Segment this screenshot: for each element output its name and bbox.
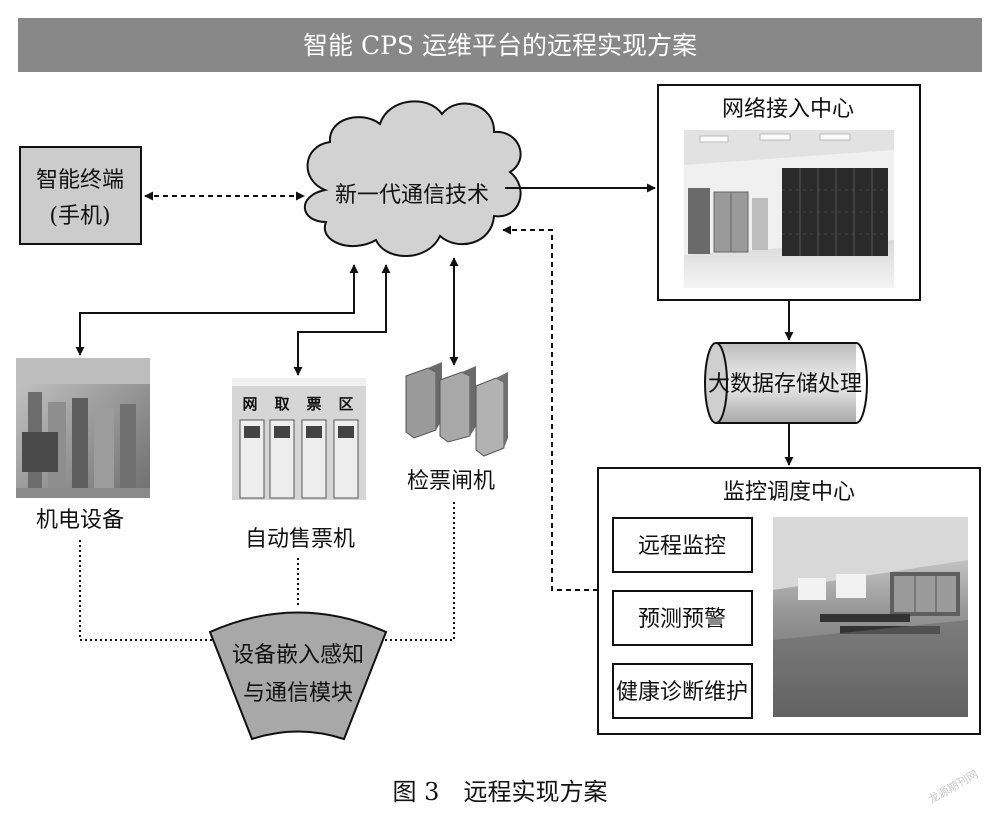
title-text: 智能 CPS 运维平台的远程实现方案 xyxy=(303,31,697,60)
smart-terminal-box xyxy=(19,146,142,245)
bigdata-cylinder xyxy=(704,342,868,424)
sensing-module-shape xyxy=(208,611,388,741)
module-label-line1: 设备嵌入感知 xyxy=(232,643,364,668)
gate-module-dotted-link xyxy=(384,502,455,641)
module-label-line2: 与通信模块 xyxy=(243,681,353,706)
svg-text:网: 网 xyxy=(242,395,257,413)
monitor-cloud-dashed-link xyxy=(502,225,598,591)
electromech-image xyxy=(16,358,150,498)
electromech-module-dotted-link xyxy=(79,540,212,641)
control-room-image xyxy=(773,517,968,717)
ticket-machine-label: 自动售票机 xyxy=(245,527,355,552)
ticket-gate-image xyxy=(405,362,508,457)
health-diagnosis-box xyxy=(612,663,753,719)
predict-warning-label: 预测预警 xyxy=(638,607,726,632)
remote-monitor-label: 远程监控 xyxy=(638,534,726,559)
monitor-center-title: 监控调度中心 xyxy=(723,480,855,505)
svg-text:区: 区 xyxy=(338,395,353,413)
smart-terminal-label: 智能终端 xyxy=(36,168,124,193)
ticket-machine-cloud-link xyxy=(293,264,391,376)
smart-terminal-sublabel: (手机) xyxy=(49,204,110,229)
cloud-label: 新一代通信技术 xyxy=(335,183,489,208)
remote-monitor-box xyxy=(612,517,753,573)
bigdata-label: 大数据存储处理 xyxy=(708,372,862,397)
figure-caption: 图 3 远程实现方案 xyxy=(393,778,608,806)
svg-text:票: 票 xyxy=(306,395,321,413)
ticket-gate-label: 检票闸机 xyxy=(407,469,495,494)
network-center-title: 网络接入中心 xyxy=(722,97,854,122)
svg-text:取: 取 xyxy=(274,395,290,413)
predict-warning-box xyxy=(612,590,753,646)
server-room-image xyxy=(684,130,894,288)
communication-cloud xyxy=(303,100,522,257)
health-diagnosis-label: 健康诊断维护 xyxy=(616,680,748,705)
ticket-machine-image: 网 取 票 区 xyxy=(232,378,366,500)
electromech-cloud-link xyxy=(75,264,359,356)
electromech-label: 机电设备 xyxy=(36,508,124,533)
title-bar xyxy=(18,18,982,72)
watermark: 龙源期刊网 xyxy=(926,767,981,807)
